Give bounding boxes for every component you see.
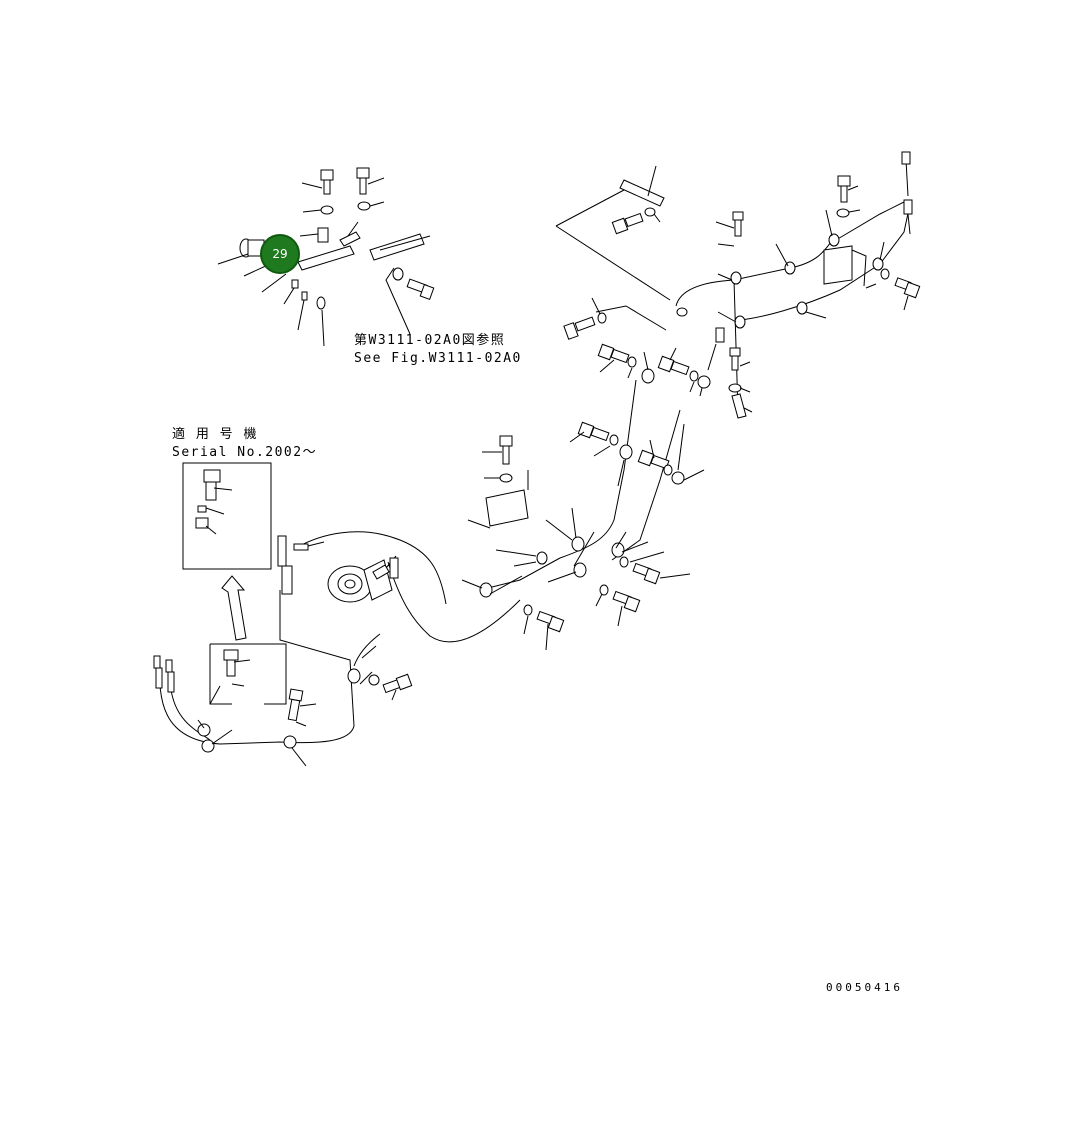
clamp-part [617,444,633,487]
bolt-part [563,297,607,340]
bolt-part [392,267,435,300]
clamp-part [347,645,377,685]
reference-note-jp: 第W3111-02A0図参照 [354,333,506,348]
bolt-part [611,212,644,235]
bolt-part [301,169,334,195]
middle-assembly [159,421,705,745]
part-callout-badge[interactable]: 29 [260,234,300,274]
bracket-plate [555,165,671,301]
reference-note-en: See Fig.W3111-02A0 [354,351,522,366]
bolt-part [368,673,413,701]
small-parts [283,267,411,347]
bolt-part [482,435,513,483]
hose-fitting-part [277,535,399,595]
bolt-part [657,343,717,397]
hose-fitting-part [217,233,431,293]
bolt-part [523,604,565,651]
bolt-part [637,423,705,485]
lower-left-detail [153,643,317,767]
bracket-plate [467,470,529,529]
bolt-part [619,551,691,585]
connector-part [715,327,753,419]
bolt-part [836,175,861,218]
bolt-part [595,584,641,627]
direction-arrow [221,575,247,641]
washer-part [357,201,385,211]
bolt-part [715,211,744,247]
part-callout-number: 29 [272,247,288,261]
upper-right-assembly [479,151,921,591]
drawing-number: 00050416 [826,981,903,994]
bolt-part [865,268,921,311]
harness-lines [159,531,521,745]
bolt-part [356,167,385,195]
connector-part [901,151,913,235]
upper-left-assembly [217,167,435,347]
bolt-part [569,421,619,457]
compressor-part [327,555,397,603]
washer-part [302,205,334,215]
bracket-part [299,221,361,247]
clamp-part [641,351,655,384]
bracket-plate [823,245,867,287]
serial-label-en: Serial No.2002～ [172,445,318,460]
clamp-part [461,507,649,598]
serial-detail-box [182,462,272,570]
serial-label-jp: 適 用 号 機 [172,427,258,442]
clamp-part [676,209,885,329]
bolt-part [597,343,637,379]
